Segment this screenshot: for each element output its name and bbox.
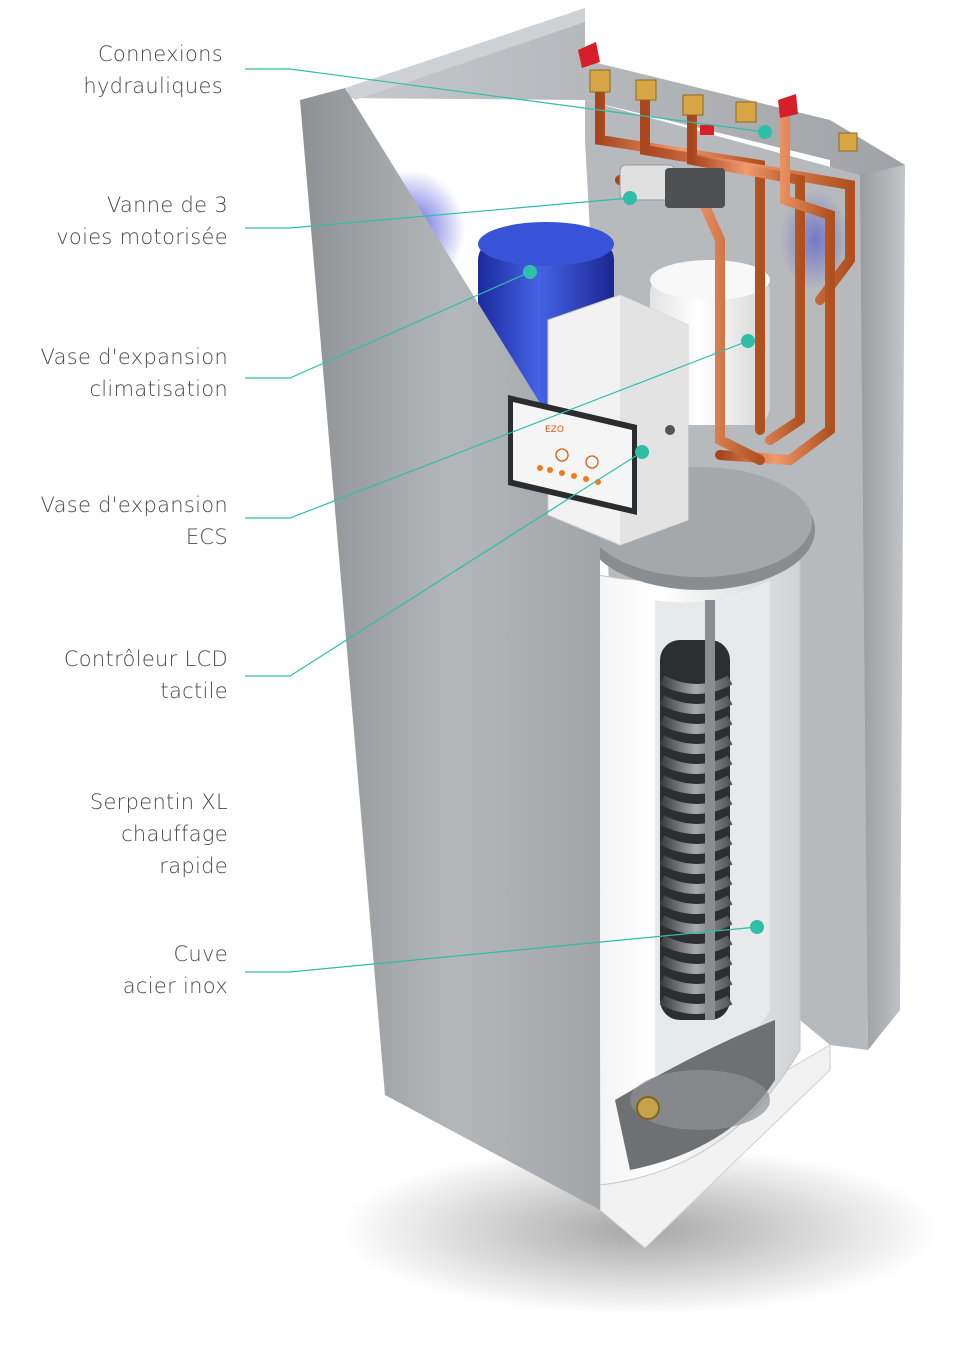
label-vanne-line1: Vanne de 3 [106, 193, 228, 217]
leader-vanne [245, 197, 631, 229]
dot-controleur [635, 445, 649, 459]
leader-vase-ecs [245, 340, 749, 519]
label-serpentin-line3: rapide [159, 854, 228, 878]
label-vase-clim: Vase d'expansion climatisation [41, 341, 228, 405]
copper-pipes [595, 85, 855, 466]
label-cuve: Cuve acier inox [123, 938, 228, 1002]
label-controleur-line1: Contrôleur LCD [63, 647, 228, 671]
dot-vanne [623, 191, 637, 205]
dot-vase-ecs [741, 334, 755, 348]
label-serpentin: Serpentin XL chauffage rapide [90, 786, 228, 882]
drain-valve [636, 1096, 660, 1120]
front-panel [300, 88, 600, 1210]
label-controleur: Contrôleur LCD tactile [64, 643, 228, 707]
label-vase-ecs: Vase d'expansion ECS [41, 489, 228, 553]
front-panel-edge [345, 8, 585, 100]
label-vase-clim-line1: Vase d'expansion [40, 345, 228, 369]
label-connexions: Connexions hydrauliques [83, 38, 223, 102]
right-panel [860, 165, 905, 1050]
label-vanne: Vanne de 3 voies motorisée [56, 189, 228, 253]
leader-controleur [245, 451, 643, 677]
label-controleur-line2: tactile [160, 679, 228, 703]
dot-cuve [750, 920, 764, 934]
callout-dots [523, 125, 772, 934]
dot-vase-clim [523, 265, 537, 279]
label-vase-ecs-line1: Vase d'expansion [40, 493, 228, 517]
lcd-controller: EZO [508, 395, 637, 515]
label-cuve-line2: acier inox [122, 974, 228, 998]
label-connexions-line2: hydrauliques [83, 74, 223, 98]
leader-connexions [245, 68, 766, 133]
label-serpentin-line1: Serpentin XL [89, 790, 228, 814]
heating-coil [659, 600, 733, 1020]
leader-cuve [245, 926, 758, 973]
label-vanne-line2: voies motorisée [56, 225, 228, 249]
label-vase-clim-line2: climatisation [89, 377, 228, 401]
three-way-valve [619, 125, 725, 208]
label-connexions-line1: Connexions [97, 42, 223, 66]
dot-connexions [758, 125, 772, 139]
label-serpentin-line2: chauffage [121, 822, 228, 846]
svg-text:EZO: EZO [545, 425, 564, 435]
red-cap-left [578, 42, 600, 68]
red-cap-right [778, 94, 798, 118]
brass-fittings [589, 69, 858, 152]
leader-vase-clim [245, 271, 531, 379]
leader-lines [245, 68, 766, 973]
label-vase-ecs-line2: ECS [185, 525, 228, 549]
label-cuve-line1: Cuve [173, 942, 228, 966]
